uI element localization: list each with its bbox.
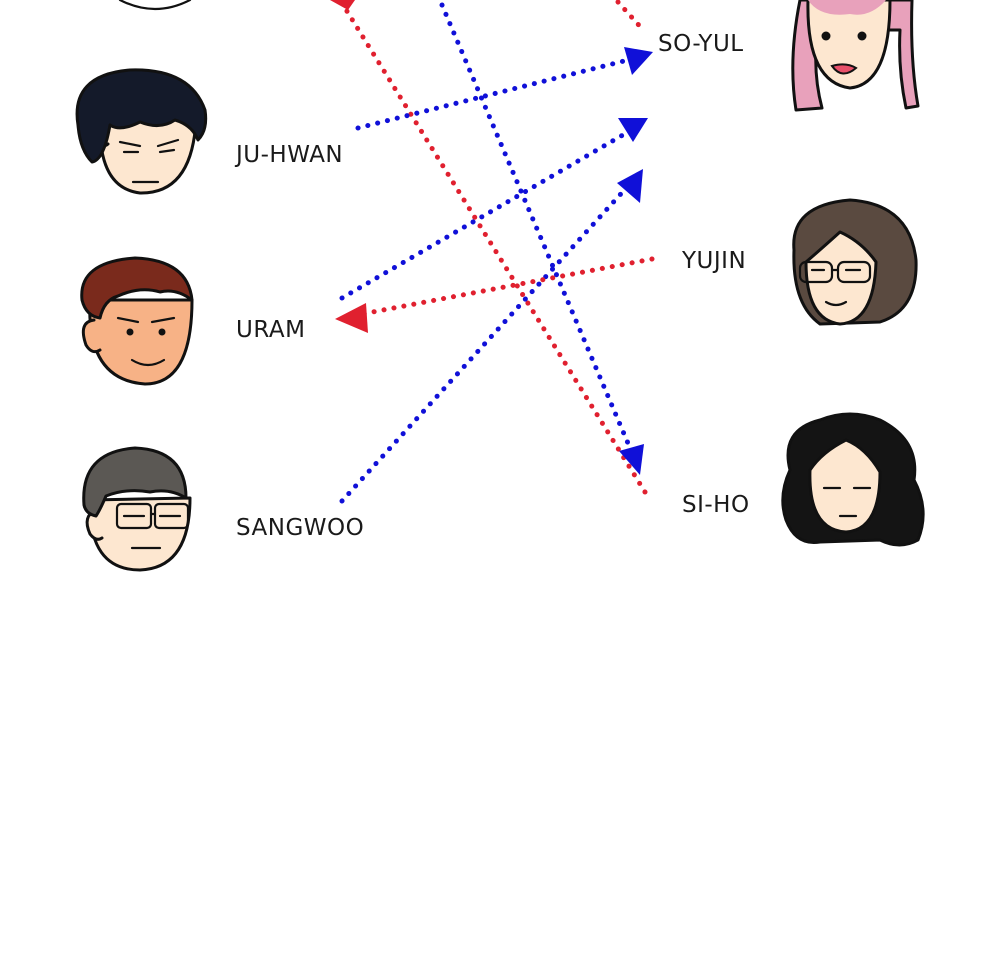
name-label-yujin: YUJIN [681,248,746,274]
name-label-uram: URAM [236,317,305,343]
blue-arrowhead-si-ho [619,444,644,475]
name-label-ju-hwan: JU-HWAN [234,142,343,168]
arrows-layer [339,0,655,504]
red-dotted-line-top-to-so-yul [615,0,648,35]
red-arrow-yujin-to-uram [359,256,655,317]
arrow-heads [330,0,653,475]
red-arrow-si-ho-to-top-left [342,5,648,495]
cropped-avatar-top-left [118,0,192,10]
avatar-so-yul [791,0,920,112]
blue-arrow-sangwoo-to-right [339,183,631,504]
avatar-sangwoo [82,446,192,572]
blue-arrow-top-to-si-ho [439,2,633,451]
blue-arrowhead-right-lower [617,169,643,203]
blue-arrowhead-right-upper [618,118,648,142]
name-label-so-yul: SO-YUL [658,31,744,57]
red-arrowhead-top-left [330,0,355,10]
avatar-uram [80,256,194,386]
blue-arrowhead-so-yul [624,47,653,75]
avatar-yujin [792,198,918,326]
blue-arrow-uram-to-right [339,129,631,301]
avatar-ju-hwan [75,68,208,195]
name-label-sangwoo: SANGWOO [236,515,364,541]
avatar-si-ho [781,412,925,547]
red-arrowhead-uram [335,303,368,333]
blue-arrow-ju-hwan-to-so-yul [355,57,631,131]
name-label-si-ho: SI-HO [682,492,750,518]
